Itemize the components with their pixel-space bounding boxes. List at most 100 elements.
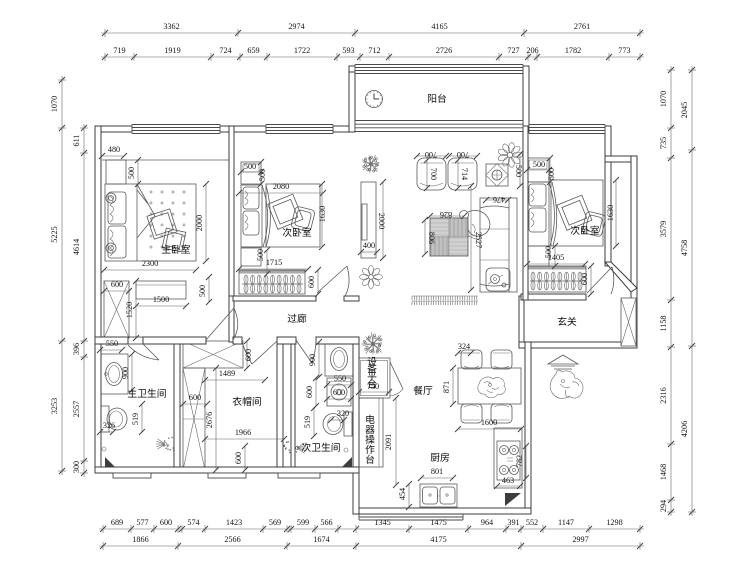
interior-dim: 480 — [99, 145, 127, 159]
room-label: 次卧室 — [282, 226, 312, 239]
dim-text: 519 — [131, 413, 140, 425]
room-label: 主卫生间 — [127, 387, 166, 400]
dim-text: 600 — [189, 393, 201, 402]
interior-dim: 463 — [494, 476, 523, 489]
dim-text: 600 — [333, 388, 345, 397]
dim-text: 689 — [111, 518, 123, 527]
dim-text: 600 — [160, 518, 172, 527]
dim-chain: 107052253253 — [50, 76, 66, 475]
dim-text: 1674 — [313, 535, 329, 544]
dim-text: 391 — [507, 518, 519, 527]
stacked-label-char: 台 — [367, 378, 377, 391]
interior-dim: 600 — [305, 375, 319, 409]
dim-text: 2316 — [659, 387, 668, 403]
dim-text: 324 — [458, 342, 470, 351]
room-label: 玄关 — [557, 315, 577, 328]
interior-dim: 1630 — [318, 181, 327, 250]
interior-dim: 500 — [547, 155, 556, 185]
dim-text: 1070 — [659, 91, 668, 107]
dim-text: 782 — [515, 455, 524, 467]
dim-text: 4175 — [430, 535, 446, 544]
dim-text: 2045 — [680, 102, 689, 118]
interior-dim: 476 — [483, 195, 511, 204]
room-label: 餐厅 — [413, 384, 433, 397]
dim-text: 1405 — [548, 253, 564, 262]
windows-layer — [132, 65, 605, 134]
dim-text: 550 — [334, 374, 346, 383]
dim-text: 1600 — [481, 418, 497, 427]
dim-text: 700 — [429, 168, 438, 180]
interior-dim: 1489 — [202, 369, 268, 383]
dim-text: 326 — [103, 421, 115, 430]
dim-text: 900 — [308, 354, 317, 366]
interior-dim: 600 — [101, 280, 132, 294]
interior-dim: 2000 — [195, 181, 209, 264]
dim-text: 5225 — [50, 226, 59, 242]
dim-text: 4758 — [680, 240, 689, 256]
dim-text: 552 — [526, 518, 538, 527]
dim-text: 454 — [398, 488, 407, 500]
room-label: 厨房 — [430, 451, 450, 464]
dim-text: 1500 — [153, 295, 169, 304]
dim-chain: 18662566167441752997 — [99, 535, 644, 550]
dim-text: 569 — [269, 518, 281, 527]
interior-dim: 320 — [328, 409, 349, 423]
dim-text: 1722 — [294, 46, 310, 55]
dim-chain: 10707353579115823161468294 — [659, 66, 675, 516]
dim-text: 2557 — [72, 401, 81, 417]
dim-text: 294 — [659, 500, 668, 512]
dim-text: 463 — [502, 476, 514, 485]
dim-text: 593 — [342, 46, 354, 55]
dim-text: 2566 — [224, 535, 240, 544]
dim-text: 900 — [121, 367, 130, 379]
dim-text: 500 — [256, 249, 265, 261]
interior-dim: 2676 — [205, 365, 219, 473]
dim-chain: 204547584206 — [680, 66, 696, 516]
dim-text: 1158 — [659, 315, 668, 331]
dim-text: 1630 — [318, 206, 327, 222]
room-label: 次卧室 — [570, 224, 600, 237]
dim-text: 500 — [514, 165, 523, 177]
dim-text: 574 — [187, 518, 199, 527]
dim-text: 3362 — [163, 22, 179, 31]
dim-text: 735 — [659, 137, 668, 149]
dim-text: 719 — [113, 46, 125, 55]
dim-text: 500 — [258, 169, 267, 181]
room-label: 次卫生间 — [301, 441, 340, 454]
dim-text: 2091 — [384, 434, 393, 450]
dim-text: 806 — [427, 232, 436, 244]
dim-text: 659 — [247, 46, 259, 55]
interior-dim: 500 — [127, 157, 141, 187]
dim-text: 727 — [507, 46, 519, 55]
interior-dim: 324 — [455, 342, 474, 356]
dim-text: 4614 — [72, 239, 81, 255]
dim-chain: 7191919724659172259371227267272061782773 — [101, 46, 644, 61]
dim-text: 396 — [72, 343, 81, 355]
dim-text: 600 — [580, 273, 589, 285]
dim-text: 600 — [305, 386, 314, 398]
dim-text: 964 — [481, 518, 493, 527]
dim-text: 566 — [320, 518, 332, 527]
dim-text: 500 — [127, 167, 136, 179]
dim-text: 3579 — [659, 221, 668, 237]
dim-text: 1475 — [430, 518, 446, 527]
dim-text: 500 — [198, 285, 207, 297]
dim-text: 611 — [72, 135, 81, 147]
dim-text: 550 — [106, 339, 118, 348]
interior-dim: 2000 — [377, 179, 386, 261]
dim-text: 320 — [337, 409, 349, 418]
room-label: 过廊 — [287, 312, 307, 325]
interior-dim: 519 — [303, 405, 317, 439]
dim-text: 400 — [363, 241, 375, 250]
dim-text: 1919 — [164, 46, 180, 55]
interior-dim: 600 — [180, 393, 210, 407]
dim-text: 2974 — [288, 22, 304, 31]
dim-text: 2300 — [142, 259, 158, 268]
dim-text: 476 — [493, 195, 505, 204]
dim-text: 300 — [72, 461, 81, 473]
dim-text: 1070 — [50, 96, 59, 112]
stacked-label: 电器操作台 — [365, 413, 375, 466]
dim-text: 2000 — [195, 215, 204, 231]
